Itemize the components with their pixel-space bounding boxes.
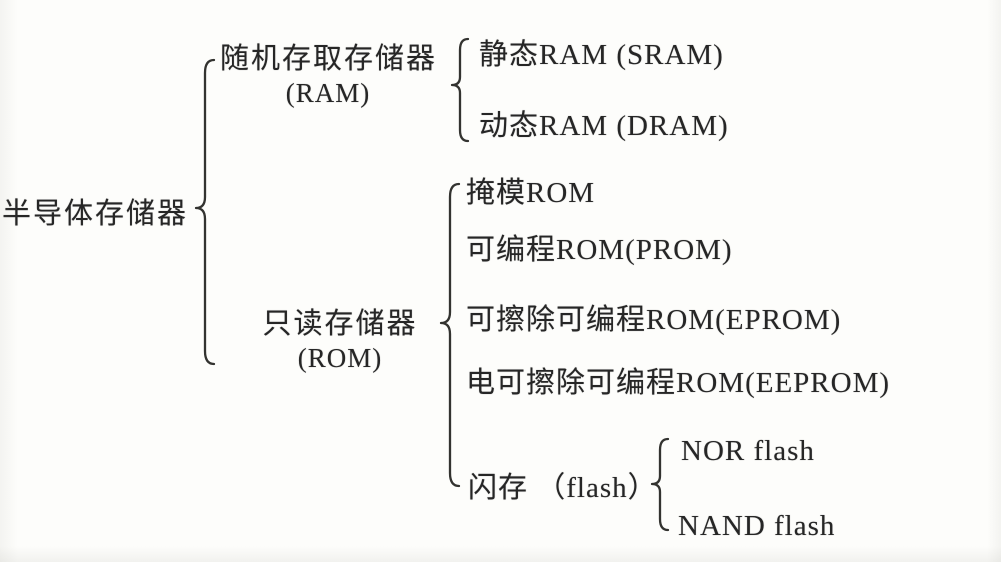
node-flash-label: 闪存 （flash） [468, 472, 658, 504]
ram-sublabel: (RAM) [285, 78, 371, 108]
leaf-eprom: 可擦除可编程ROM(EPROM) [466, 304, 842, 336]
ram-label: 随机存取存储器 [220, 43, 438, 75]
flash-brace [650, 437, 670, 532]
leaf-nand-flash: NAND flash [678, 510, 836, 542]
leaf-prom: 可编程ROM(PROM) [466, 234, 733, 266]
root-label: 半导体存储器 [2, 198, 189, 230]
rom-brace [439, 182, 461, 488]
leaf-mask-rom: 掩模ROM [466, 177, 596, 209]
leaf-eeprom: 电可擦除可编程ROM(EEPROM) [466, 367, 891, 399]
rom-label: 只读存储器 [262, 308, 418, 340]
ram-brace [450, 37, 470, 143]
rom-sublabel: (ROM) [297, 343, 383, 373]
leaf-dram: 动态RAM (DRAM) [479, 110, 729, 142]
root-brace [194, 58, 216, 366]
leaf-sram: 静态RAM (SRAM) [479, 39, 724, 71]
ram-group-label: 随机存取存储器 (RAM) [220, 44, 436, 108]
leaf-nor-flash: NOR flash [681, 435, 815, 467]
rom-group-label: 只读存储器 (ROM) [248, 309, 432, 373]
